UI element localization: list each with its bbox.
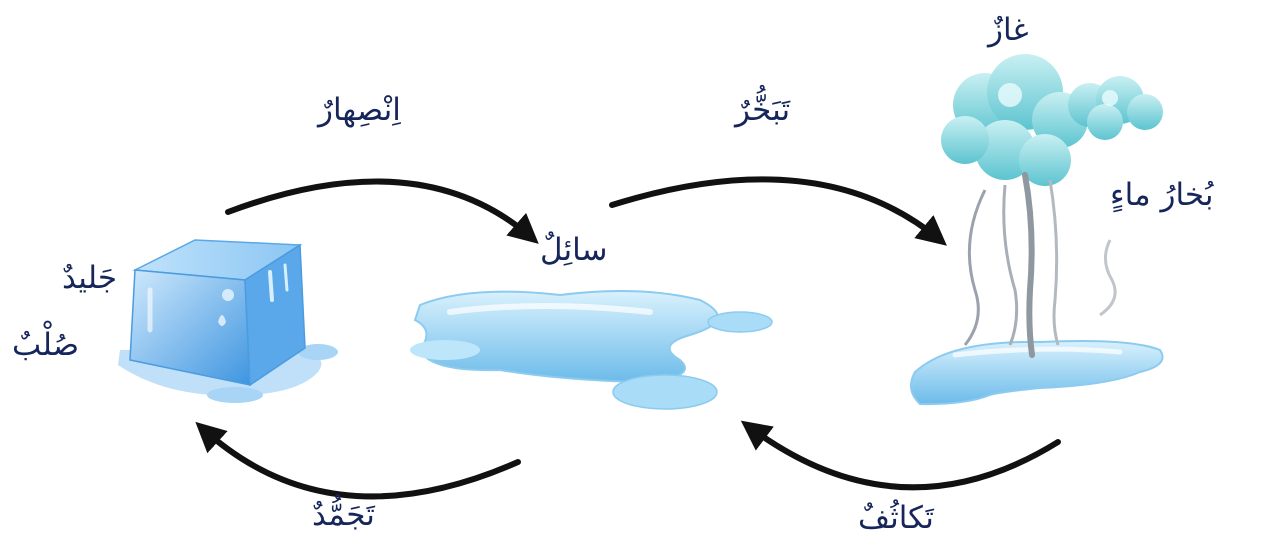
gas-state-label: غازٌ xyxy=(988,10,1029,50)
ice-cube-icon xyxy=(118,240,338,403)
water-puddle-icon xyxy=(410,291,772,409)
evaporation-label: تَبَخُّرٌ xyxy=(735,90,790,130)
condensation-arrow xyxy=(748,426,1058,487)
freezing-arrow xyxy=(202,428,518,496)
melting-label: اِنْصِهارٌ xyxy=(318,90,401,130)
water-vapor-label: بُخارُ ماءٍ xyxy=(1110,175,1214,215)
vapor-icon xyxy=(965,175,1115,355)
freezing-label: تَجَمُّدٌ xyxy=(312,495,375,535)
condensation-label: تَكاثُفٌ xyxy=(858,498,934,538)
cloud-icon xyxy=(911,54,1163,404)
solid-state-label: صُلْبٌ xyxy=(12,325,79,365)
evaporation-arrow xyxy=(612,179,940,240)
ice-label: جَليدٌ xyxy=(62,258,117,298)
melting-arrow xyxy=(228,182,532,238)
liquid-state-label: سائِلٌ xyxy=(540,230,608,270)
